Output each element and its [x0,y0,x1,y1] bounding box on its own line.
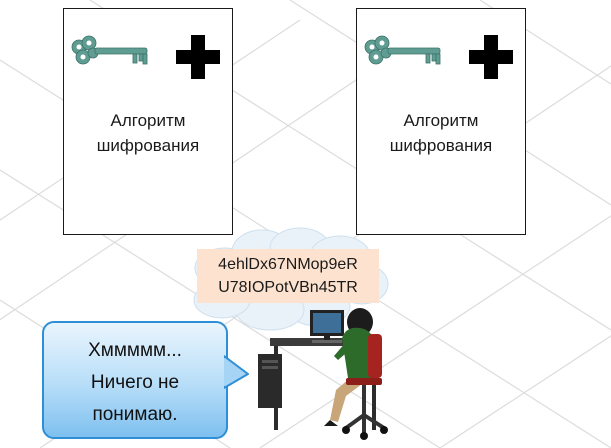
key-icon [364,35,441,65]
algorithm-label: Алгоритм шифрования [357,108,525,158]
key-icon [71,35,148,65]
label-line-2: шифрования [96,136,200,155]
ciphertext-box: 4ehlDx67NMop9eR U78IOPotVBn45TR [197,249,379,303]
bubble-line-3: понимаю. [92,404,178,425]
speech-bubble-tail [224,355,249,389]
encryption-panel-right: Алгоритм шифрования [356,8,526,235]
person-at-computer-illustration [258,308,388,440]
ciphertext-line-1: 4ehlDx67NMop9eR [218,256,358,273]
plus-icon [176,35,220,79]
bubble-line-2: Ничего не [90,372,180,393]
label-line-2: шифрования [389,136,493,155]
label-line-1: Алгоритм [403,111,479,130]
algorithm-label: Алгоритм шифрования [64,108,232,158]
encryption-panel-left: Алгоритм шифрования [63,8,233,235]
speech-bubble: Хммммм... Ничего не понимаю. [42,321,228,439]
label-line-1: Алгоритм [110,111,186,130]
bubble-line-1: Хммммм... [88,340,182,361]
ciphertext-line-2: U78IOPotVBn45TR [218,279,358,296]
plus-icon [469,35,513,79]
